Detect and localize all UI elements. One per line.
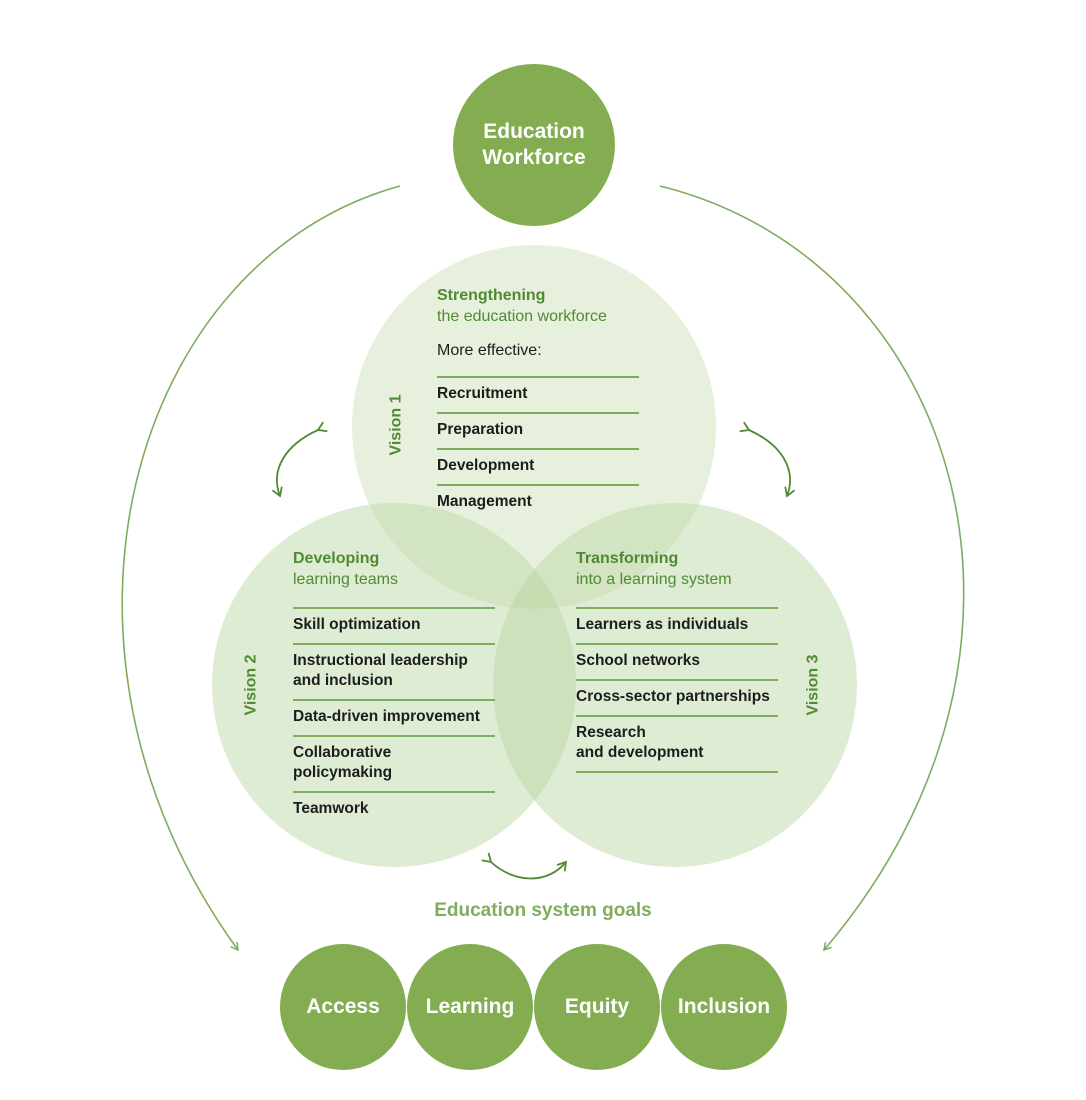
right-outer-arrow: [659, 185, 965, 952]
vision3-title-rest: into a learning system: [576, 571, 732, 588]
vision3-list-end-rule: [576, 771, 778, 773]
vision1-item: Recruitment: [437, 376, 639, 412]
vision3-item-text: School networks: [576, 652, 701, 669]
double-arrow-bottom: [481, 852, 568, 880]
goal-inclusion: Inclusion: [677, 995, 771, 1018]
vision3-item: School networks: [576, 643, 778, 679]
vision3-item-text: Research: [576, 724, 646, 741]
vision2-item-text: Instructional leadership: [293, 652, 468, 669]
vision2-item-text: Skill optimization: [293, 616, 421, 633]
workforce-line1: Education: [483, 120, 585, 143]
vision1-circle: [352, 245, 716, 609]
vision1-item: Preparation: [437, 412, 639, 448]
vision3-heading: Transforming into a learning system: [576, 548, 732, 590]
vision2-item-text: policymaking: [293, 764, 393, 781]
vision1-heading: Strengthening the education workforce: [437, 285, 607, 327]
vision2-title-rest: learning teams: [293, 571, 398, 588]
vision2-item: Instructional leadership and inclusion: [293, 643, 495, 699]
vision1-item-text: Preparation: [437, 421, 524, 438]
vision3-item-text: and development: [576, 744, 704, 761]
goals-title: Education system goals: [434, 900, 652, 921]
double-arrow-right: [739, 421, 796, 498]
vision1-item: Development: [437, 448, 639, 484]
vision1-title-bold: Strengthening: [437, 287, 546, 304]
vision3-item: Learners as individuals: [576, 607, 778, 643]
vision2-item-text: Data-driven improvement: [293, 708, 480, 725]
workforce-line2: Workforce: [482, 146, 586, 169]
vision3-label: Vision 3: [804, 654, 822, 716]
vision2-heading: Developing learning teams: [293, 548, 398, 590]
vision1-intro: More effective:: [437, 342, 542, 359]
left-outer-arrow: [121, 185, 401, 952]
vision3-item: Cross-sector partnerships: [576, 679, 778, 715]
double-arrow-left: [271, 421, 328, 498]
vision3-item-text: Learners as individuals: [576, 616, 749, 633]
vision1-title-rest: the education workforce: [437, 308, 607, 325]
vision2-item-text: Teamwork: [293, 800, 369, 817]
vision2-item-text: and inclusion: [293, 672, 393, 689]
vision2-circle: [212, 503, 576, 867]
goal-circle-learning: [407, 944, 533, 1070]
goal-circle-inclusion: [661, 944, 787, 1070]
workforce-circle: [453, 64, 615, 226]
vision2-item-text: Collaborative: [293, 744, 392, 761]
vision3-item-text: Cross-sector partnerships: [576, 688, 770, 705]
vision2-item: Teamwork: [293, 791, 495, 827]
vision1-item-text: Management: [437, 493, 532, 510]
vision2-title-bold: Developing: [293, 550, 380, 567]
vision2-item: Collaborative policymaking: [293, 735, 495, 791]
vision1-item: Management: [437, 484, 639, 520]
vision1-label: Vision 1: [387, 394, 405, 456]
goal-circle-access: [280, 944, 406, 1070]
vision2-item: Data-driven improvement: [293, 699, 495, 735]
vision3-title-bold: Transforming: [576, 550, 679, 567]
vision1-item-text: Development: [437, 457, 535, 474]
goal-learning: Learning: [425, 995, 515, 1018]
goal-circle-equity: [534, 944, 660, 1070]
goal-access: Access: [306, 995, 380, 1018]
goal-equity: Equity: [564, 995, 630, 1018]
vision1-item-text: Recruitment: [437, 385, 528, 402]
workforce-label: Education Workforce: [453, 64, 615, 226]
vision2-item: Skill optimization: [293, 607, 495, 643]
vision2-label: Vision 2: [242, 654, 260, 716]
vision3-circle: [493, 503, 857, 867]
vision3-item: Research and development: [576, 715, 778, 771]
